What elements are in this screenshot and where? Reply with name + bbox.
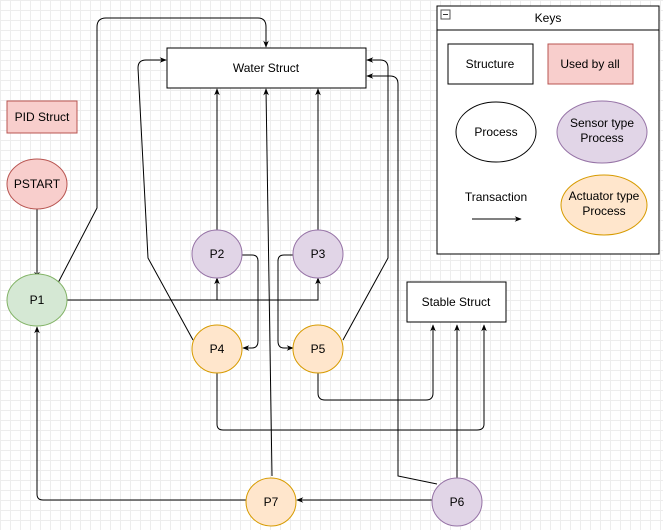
legend-transaction-label: Transaction — [465, 190, 527, 204]
legend-sensor-key: Sensor type Process — [556, 100, 648, 164]
legend-actuator-key: Actuator type Process — [560, 174, 648, 236]
water-struct-label: Water Struct — [233, 61, 300, 75]
process-p7-label: P7 — [264, 495, 279, 509]
legend-sensor-label-line2: Process — [580, 131, 623, 145]
process-p1-label: P1 — [30, 293, 45, 307]
pid-struct-label: PID Struct — [15, 110, 70, 124]
legend-actuator-label-line1: Actuator type — [569, 189, 640, 203]
edge-p5-to-water[interactable] — [342, 57, 389, 341]
process-p4-label: P4 — [210, 342, 225, 356]
process-p5-label: P5 — [311, 342, 326, 356]
legend-panel: Keys Structure Used by all Process Senso… — [436, 5, 660, 255]
process-p4[interactable]: P4 — [191, 324, 243, 374]
edge-p4-to-stable[interactable] — [216, 324, 487, 431]
edge-p3-to-p5[interactable] — [277, 254, 294, 351]
process-pstart[interactable]: PSTART — [6, 158, 68, 210]
edge-p1-to-p3[interactable] — [67, 277, 321, 301]
legend-process-key: Process — [455, 101, 537, 163]
legend-used-by-all-label: Used by all — [560, 57, 619, 71]
legend-transaction-key: Transaction — [465, 190, 527, 222]
legend-process-label: Process — [474, 125, 517, 139]
stable-struct-node[interactable]: Stable Struct — [406, 281, 507, 323]
edge-p7-to-water[interactable] — [263, 88, 273, 477]
process-p2-label: P2 — [210, 247, 225, 261]
process-p3[interactable]: P3 — [292, 229, 344, 279]
process-p3-label: P3 — [311, 247, 326, 261]
process-p7[interactable]: P7 — [245, 477, 297, 527]
edge-p6-to-water[interactable] — [366, 73, 438, 485]
edge-p1-to-water[interactable] — [57, 17, 269, 284]
legend-structure-key: Structure — [447, 43, 534, 85]
edge-p4-to-water[interactable] — [137, 57, 194, 341]
edge-p1-to-p2[interactable] — [67, 277, 220, 301]
legend-actuator-label-line2: Process — [582, 204, 625, 218]
edge-p2-to-p4[interactable] — [242, 254, 259, 351]
process-p5[interactable]: P5 — [292, 324, 344, 374]
process-p2[interactable]: P2 — [191, 229, 243, 279]
edges — [34, 17, 487, 503]
water-struct-node[interactable]: Water Struct — [166, 47, 367, 89]
pid-struct-node[interactable]: PID Struct — [6, 100, 78, 134]
process-p1[interactable]: P1 — [6, 273, 68, 327]
edge-p7-to-p1[interactable] — [34, 326, 246, 501]
process-p6[interactable]: P6 — [431, 477, 483, 527]
stable-struct-label: Stable Struct — [422, 295, 491, 309]
legend-used-by-all-key: Used by all — [547, 43, 634, 85]
process-p6-label: P6 — [450, 495, 465, 509]
edge-p5-to-stable[interactable] — [317, 324, 436, 401]
legend-collapse-icon[interactable] — [440, 9, 451, 20]
process-pstart-label: PSTART — [14, 177, 61, 191]
legend-title: Keys — [535, 11, 562, 25]
legend-structure-label: Structure — [466, 57, 515, 71]
legend-sensor-label-line1: Sensor type — [570, 116, 634, 130]
